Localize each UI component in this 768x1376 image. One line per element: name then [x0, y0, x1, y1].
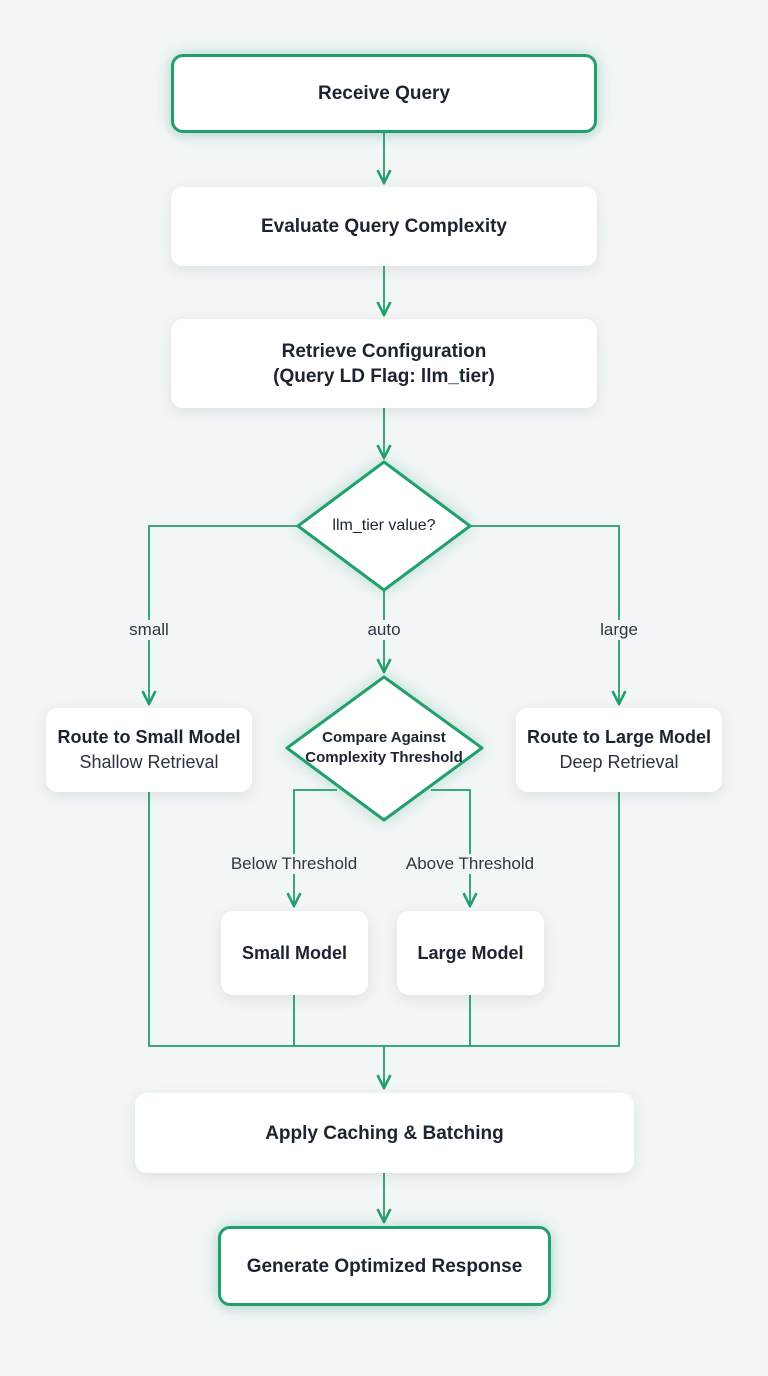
- node-large-model: Large Model: [397, 911, 544, 995]
- node-small-model: Small Model: [221, 911, 368, 995]
- node-caching-batching-label: Apply Caching & Batching: [265, 1122, 504, 1144]
- edge-label-below-threshold: Below Threshold: [226, 854, 362, 874]
- decision-threshold-line1: Compare Against: [322, 729, 446, 746]
- node-route-small-title: Route to Small Model: [57, 727, 241, 747]
- node-receive-query-label: Receive Query: [317, 83, 451, 104]
- edge-label-small: small: [125, 620, 173, 640]
- node-generate-response: Generate Optimized Response: [218, 1226, 551, 1306]
- decision-threshold-label-box: Compare Against Complexity Threshold: [300, 727, 468, 769]
- edge-label-large: large: [596, 620, 642, 640]
- node-route-small-model: Route to Small Model Shallow Retrieval: [46, 708, 252, 792]
- decision-diamond-tier: [296, 460, 472, 592]
- edge-decision-small: [149, 525, 298, 704]
- edge-compare-above: [431, 789, 470, 906]
- node-retrieve-configuration: Retrieve Configuration (Query LD Flag: l…: [171, 319, 597, 408]
- node-large-model-label: Large Model: [417, 942, 524, 963]
- node-generate-response-label: Generate Optimized Response: [246, 1255, 523, 1277]
- node-evaluate-complexity-label: Evaluate Query Complexity: [260, 216, 508, 237]
- node-evaluate-complexity: Evaluate Query Complexity: [171, 187, 597, 266]
- decision-tier-label: llm_tier value?: [332, 517, 436, 534]
- node-caching-batching: Apply Caching & Batching: [135, 1093, 634, 1173]
- node-small-model-label: Small Model: [241, 942, 348, 963]
- node-retrieve-configuration-line2: (Query LD Flag: llm_tier): [273, 365, 495, 387]
- decision-tier-label-box: llm_tier value?: [310, 510, 458, 542]
- node-route-small-subtitle: Shallow Retrieval: [79, 752, 219, 772]
- decision-diamond-threshold: [285, 675, 484, 822]
- node-route-large-subtitle: Deep Retrieval: [559, 752, 679, 772]
- decision-threshold-line2: Complexity Threshold: [305, 749, 463, 766]
- edge-compare-below: [294, 789, 337, 906]
- node-receive-query: Receive Query: [171, 54, 597, 133]
- node-route-large-title: Route to Large Model: [527, 727, 711, 747]
- edge-small-route-merge: [148, 792, 384, 1047]
- node-retrieve-configuration-line1: Retrieve Configuration: [281, 340, 487, 362]
- node-route-large-model: Route to Large Model Deep Retrieval: [516, 708, 722, 792]
- edge-label-auto: auto: [363, 620, 405, 640]
- edge-decision-large: [470, 525, 619, 704]
- edge-label-above-threshold: Above Threshold: [401, 854, 539, 874]
- edge-large-route-merge: [384, 792, 620, 1047]
